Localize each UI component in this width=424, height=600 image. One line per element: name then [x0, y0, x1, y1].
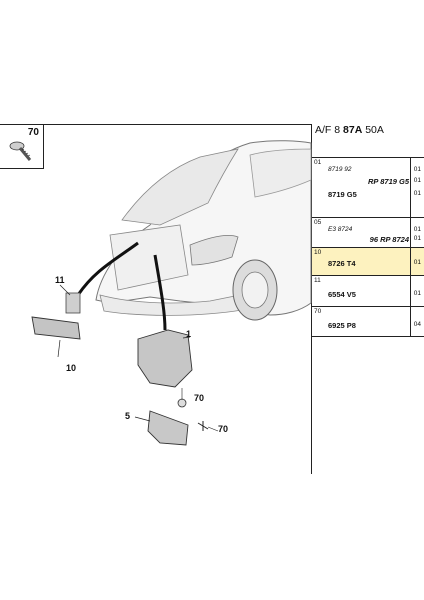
part-qty: 04	[413, 321, 421, 328]
part-row[interactable]: 05 E3 8724 01 96 RP 8724 01	[312, 217, 424, 247]
qty-column	[410, 248, 424, 275]
part-qty: 01	[413, 166, 421, 173]
part-number: 8719 G5	[328, 190, 357, 199]
part-row[interactable]: 01 8719 92 01 RP 8719 G5 01 8719 G5 01	[312, 157, 424, 217]
fastener-thumbnail: 70	[0, 125, 44, 169]
diagram-panel: 70	[0, 124, 312, 474]
callout-11: 11	[55, 275, 65, 285]
callout-10: 10	[66, 363, 77, 373]
screw-icon	[9, 141, 32, 161]
part-ref: 05	[314, 219, 322, 226]
thumbnail-number: 70	[27, 127, 39, 138]
parts-sheet: A/F 8 87A 50A 70	[0, 124, 424, 474]
part-qty: 01	[413, 226, 421, 233]
part-number: 6554 V5	[328, 290, 356, 299]
part-qty: 01	[413, 259, 421, 266]
part-number: 96 RP 8724	[369, 235, 409, 244]
qty-column	[410, 307, 424, 336]
part-ref: 10	[314, 249, 322, 256]
callout-70-top: 70	[194, 393, 205, 403]
part-number: 8719 92	[328, 166, 352, 173]
part-qty: 01	[413, 190, 421, 197]
part-row-selected[interactable]: 10 8726 T4 01	[312, 247, 424, 275]
part-qty: 01	[413, 177, 421, 184]
qty-column	[410, 158, 424, 217]
parts-table: 01 8719 92 01 RP 8719 G5 01 8719 G5 01 0…	[312, 157, 424, 337]
callout-70-right: 70	[218, 424, 229, 434]
qty-column	[410, 276, 424, 306]
callout-1: 1	[186, 329, 192, 339]
part-ref: 11	[314, 277, 321, 284]
part-number: E3 8724	[328, 226, 353, 233]
part-ref: 70	[314, 308, 322, 315]
part-row[interactable]: 11 6554 V5 01	[312, 275, 424, 306]
part-number: 8726 T4	[328, 259, 356, 268]
callout-5: 5	[125, 411, 131, 421]
code-prefix: A/F 8	[315, 124, 341, 136]
part-qty: 01	[413, 290, 421, 297]
diagram-code: A/F 8 87A 50A	[313, 124, 424, 137]
part-row[interactable]: 70 6925 P8 04	[312, 306, 424, 337]
qty-column	[410, 218, 424, 247]
car-illustration	[31, 140, 312, 446]
part-number: RP 8719 G5	[368, 177, 409, 186]
part-ref: 01	[314, 159, 322, 166]
code-bold: 87A	[343, 124, 363, 136]
code-suffix: 50A	[365, 124, 384, 136]
part-number: 6925 P8	[328, 321, 356, 330]
part-qty: 01	[413, 235, 421, 242]
